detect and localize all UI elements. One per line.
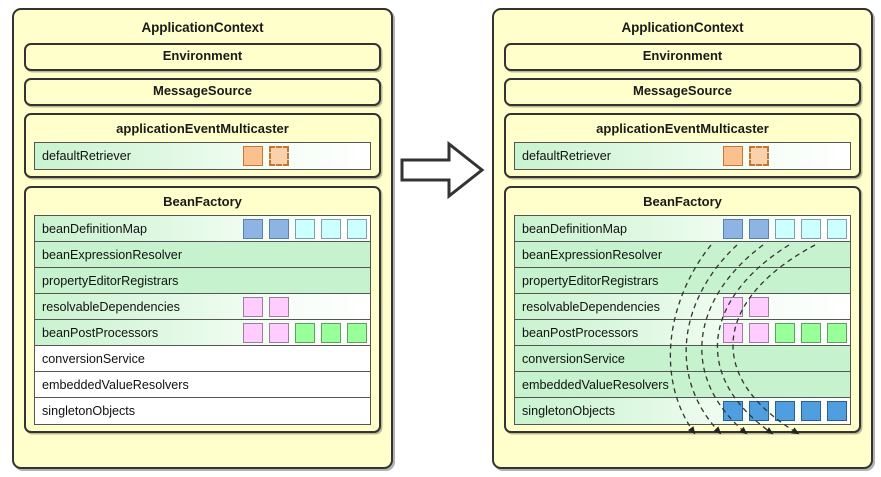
row-label: defaultRetriever	[522, 149, 611, 163]
row-label: beanDefinitionMap	[42, 222, 148, 236]
row-label: resolvableDependencies	[522, 300, 660, 314]
token-orange-listener	[723, 146, 743, 166]
row-label: beanExpressionResolver	[522, 248, 663, 262]
token-blue-solid-3	[801, 401, 821, 421]
token-green-3	[801, 323, 821, 343]
token-pink-1	[749, 297, 769, 317]
application-context-panel-after: ApplicationContext Environment MessageSo…	[492, 8, 873, 469]
row-tokens	[723, 320, 853, 346]
row-singleton-objects-after: singletonObjects	[515, 398, 850, 424]
token-pink-0	[723, 323, 743, 343]
token-blue-mid-0	[723, 219, 743, 239]
row-label: singletonObjects	[42, 404, 136, 418]
row-bean-expression-resolver-after: beanExpressionResolver	[515, 242, 850, 268]
bean-factory-rows-after: beanDefinitionMap beanExpressionResolver p…	[514, 215, 851, 425]
application-event-multicaster-box-before: applicationEventMulticaster defaultRetri…	[24, 113, 381, 178]
environment-box-after: Environment	[504, 43, 861, 71]
row-label: resolvableDependencies	[42, 300, 180, 314]
token-orange-dashed-listener	[269, 146, 289, 166]
token-pink-1	[269, 297, 289, 317]
row-default-retriever-before: defaultRetriever	[35, 143, 370, 169]
row-property-editor-registrars-before: propertyEditorRegistrars	[35, 268, 370, 294]
token-pink-1	[749, 323, 769, 343]
application-event-multicaster-box-after: applicationEventMulticaster defaultRetri…	[504, 113, 861, 178]
transition-right-arrow-icon	[400, 140, 485, 200]
token-green-2	[775, 323, 795, 343]
row-label: beanPostProcessors	[42, 326, 159, 340]
token-green-4	[347, 323, 367, 343]
row-label: beanDefinitionMap	[522, 222, 628, 236]
bean-factory-title-before: BeanFactory	[163, 194, 242, 209]
token-blue-solid-1	[749, 401, 769, 421]
row-tokens	[243, 143, 295, 169]
row-label: singletonObjects	[522, 404, 616, 418]
row-embedded-value-resolvers-before: embeddedValueResolvers	[35, 372, 370, 398]
row-bean-post-processors-before: beanPostProcessors	[35, 320, 370, 346]
token-pink-1	[269, 323, 289, 343]
row-tokens	[723, 216, 853, 242]
row-singleton-objects-before: singletonObjects	[35, 398, 370, 424]
environment-box-before: Environment	[24, 43, 381, 71]
row-conversion-service-after: conversionService	[515, 346, 850, 372]
token-green-2	[295, 323, 315, 343]
multicaster-rows-after: defaultRetriever	[514, 142, 851, 170]
token-blue-mid-1	[269, 219, 289, 239]
row-label: conversionService	[42, 352, 145, 366]
row-tokens	[723, 143, 775, 169]
bean-factory-rows-before: beanDefinitionMap beanExpressionResolver p…	[34, 215, 371, 425]
token-blue-light-2	[775, 219, 795, 239]
row-tokens	[243, 216, 373, 242]
row-tokens	[723, 294, 775, 320]
row-conversion-service-before: conversionService	[35, 346, 370, 372]
bean-factory-box-before: BeanFactory beanDefinitionMap beanExpress…	[24, 186, 381, 433]
multicaster-title-before: applicationEventMulticaster	[116, 121, 289, 136]
row-property-editor-registrars-after: propertyEditorRegistrars	[515, 268, 850, 294]
row-label: embeddedValueResolvers	[522, 378, 669, 392]
row-label: beanExpressionResolver	[42, 248, 183, 262]
token-blue-solid-4	[827, 401, 847, 421]
row-label: beanPostProcessors	[522, 326, 639, 340]
token-blue-light-3	[321, 219, 341, 239]
token-pink-0	[243, 323, 263, 343]
token-pink-0	[243, 297, 263, 317]
multicaster-title-after: applicationEventMulticaster	[596, 121, 769, 136]
token-blue-mid-0	[243, 219, 263, 239]
row-tokens	[723, 398, 853, 424]
token-blue-light-4	[347, 219, 367, 239]
row-label: propertyEditorRegistrars	[522, 274, 659, 288]
token-orange-listener	[243, 146, 263, 166]
token-green-3	[321, 323, 341, 343]
row-default-retriever-after: defaultRetriever	[515, 143, 850, 169]
token-green-4	[827, 323, 847, 343]
row-bean-post-processors-after: beanPostProcessors	[515, 320, 850, 346]
token-blue-light-2	[295, 219, 315, 239]
token-blue-mid-1	[749, 219, 769, 239]
bean-factory-title-after: BeanFactory	[643, 194, 722, 209]
token-pink-0	[723, 297, 743, 317]
token-blue-light-4	[827, 219, 847, 239]
row-resolvable-dependencies-before: resolvableDependencies	[35, 294, 370, 320]
row-bean-definition-map-after: beanDefinitionMap	[515, 216, 850, 242]
row-resolvable-dependencies-after: resolvableDependencies	[515, 294, 850, 320]
row-bean-expression-resolver-before: beanExpressionResolver	[35, 242, 370, 268]
application-context-panel-before: ApplicationContext Environment MessageSo…	[12, 8, 393, 469]
message-source-box-before: MessageSource	[24, 78, 381, 106]
row-label: defaultRetriever	[42, 149, 131, 163]
row-tokens	[243, 320, 373, 346]
panel-title-after: ApplicationContext	[621, 20, 744, 35]
row-bean-definition-map-before: beanDefinitionMap	[35, 216, 370, 242]
panel-title-before: ApplicationContext	[141, 20, 264, 35]
token-orange-dashed-listener	[749, 146, 769, 166]
row-label: embeddedValueResolvers	[42, 378, 189, 392]
token-blue-light-3	[801, 219, 821, 239]
token-blue-solid-0	[723, 401, 743, 421]
row-label: propertyEditorRegistrars	[42, 274, 179, 288]
row-tokens	[243, 294, 295, 320]
row-label: conversionService	[522, 352, 625, 366]
token-blue-solid-2	[775, 401, 795, 421]
row-embedded-value-resolvers-after: embeddedValueResolvers	[515, 372, 850, 398]
bean-factory-box-after: BeanFactory beanDefinitionMap beanExpress…	[504, 186, 861, 433]
message-source-box-after: MessageSource	[504, 78, 861, 106]
multicaster-rows-before: defaultRetriever	[34, 142, 371, 170]
